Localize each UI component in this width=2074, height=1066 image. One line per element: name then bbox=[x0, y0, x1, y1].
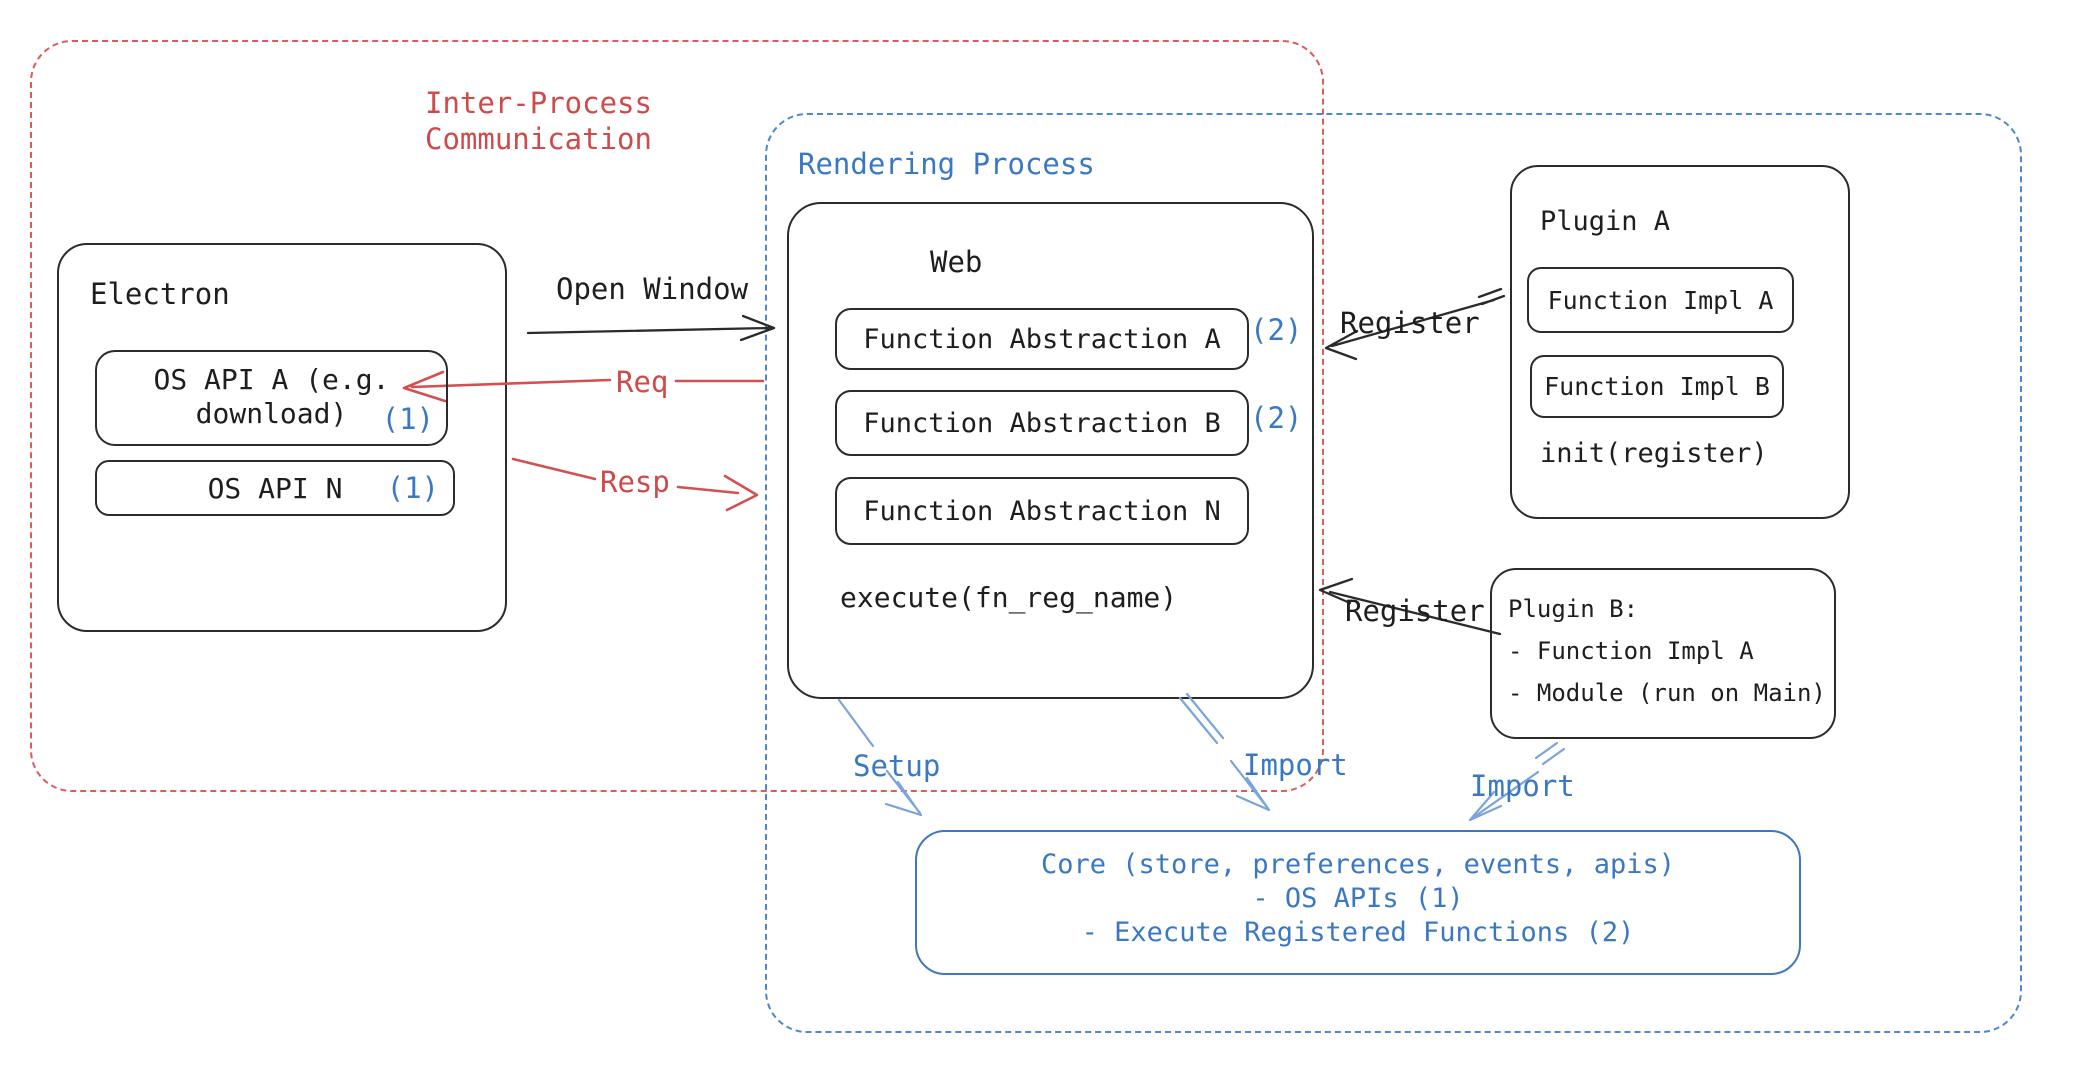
core-line2: - OS APIs (1) bbox=[1252, 883, 1464, 914]
function-impl-a-box: Function Impl A bbox=[1527, 267, 1794, 333]
function-abstraction-a-label: Function Abstraction A bbox=[863, 323, 1221, 355]
req-arrow bbox=[402, 370, 765, 403]
open-window-arrow bbox=[526, 314, 776, 342]
function-abstraction-n-label: Function Abstraction N bbox=[863, 495, 1221, 527]
resp-label: Resp bbox=[600, 465, 670, 499]
import-web-label: Import bbox=[1243, 748, 1348, 782]
os-api-a-line2: download) bbox=[195, 397, 348, 430]
plugin-b-box bbox=[1490, 568, 1836, 739]
req-label: Req bbox=[616, 365, 669, 399]
function-abstraction-b-label: Function Abstraction B bbox=[863, 407, 1221, 439]
setup-arrow bbox=[837, 698, 923, 817]
register-a-label: Register bbox=[1340, 306, 1480, 340]
web-box bbox=[787, 202, 1314, 699]
rendering-process-frame bbox=[765, 113, 2022, 1033]
register-b-arrow bbox=[1318, 577, 1502, 636]
register-a-arrow bbox=[1324, 287, 1506, 361]
os-api-a-line1: OS API A (e.g. bbox=[153, 363, 390, 396]
function-abstraction-n-box: Function Abstraction N bbox=[835, 477, 1249, 545]
ipc-label-line1: Inter-Process bbox=[425, 86, 652, 120]
core-line1: Core (store, preferences, events, apis) bbox=[1041, 849, 1675, 880]
import-web-arrow bbox=[1178, 692, 1271, 812]
init-register-label: init(register) bbox=[1540, 438, 1768, 469]
function-abstraction-b-box: Function Abstraction B bbox=[835, 390, 1249, 456]
electron-box bbox=[57, 243, 507, 632]
os-api-n-badge: (1) bbox=[386, 471, 439, 505]
os-api-a-badge: (1) bbox=[381, 402, 434, 436]
function-abstraction-a-box: Function Abstraction A bbox=[835, 308, 1249, 370]
core-line3: - Execute Registered Functions (2) bbox=[1081, 917, 1635, 948]
resp-arrow bbox=[511, 457, 759, 512]
os-api-n-box: OS API N (1) bbox=[95, 460, 455, 516]
import-plugin-label: Import bbox=[1470, 769, 1575, 803]
web-title: Web bbox=[930, 245, 983, 279]
electron-title: Electron bbox=[90, 277, 230, 311]
rendering-process-label: Rendering Process bbox=[798, 147, 1095, 181]
ipc-label-line2: Communication bbox=[425, 122, 652, 156]
function-impl-b-box: Function Impl B bbox=[1530, 355, 1784, 418]
os-api-a-box: OS API A (e.g. download) (1) bbox=[95, 350, 448, 446]
execute-label: execute(fn_reg_name) bbox=[840, 581, 1178, 614]
function-abstraction-a-badge: (2) bbox=[1250, 313, 1303, 347]
function-abstraction-b-badge: (2) bbox=[1250, 401, 1303, 435]
core-box: Core (store, preferences, events, apis) … bbox=[915, 830, 1801, 975]
function-impl-a-label: Function Impl A bbox=[1547, 285, 1774, 315]
register-b-label: Register bbox=[1345, 594, 1485, 628]
ipc-frame bbox=[30, 40, 1324, 792]
plugin-b-item1: - Function Impl A bbox=[1508, 637, 1754, 665]
os-api-n-label: OS API N bbox=[207, 471, 343, 505]
plugin-b-title: Plugin B: bbox=[1508, 595, 1639, 623]
plugin-a-box bbox=[1510, 165, 1850, 519]
plugin-a-title: Plugin A bbox=[1540, 206, 1671, 237]
plugin-b-text: Plugin B: - Function Impl A - Module (run … bbox=[1508, 588, 1826, 714]
function-impl-b-label: Function Impl B bbox=[1544, 372, 1770, 401]
setup-label: Setup bbox=[853, 749, 941, 783]
plugin-b-item2: - Module (run on Main) bbox=[1508, 679, 1826, 707]
open-window-label: Open Window bbox=[556, 272, 749, 306]
import-plugin-arrow bbox=[1468, 741, 1566, 822]
